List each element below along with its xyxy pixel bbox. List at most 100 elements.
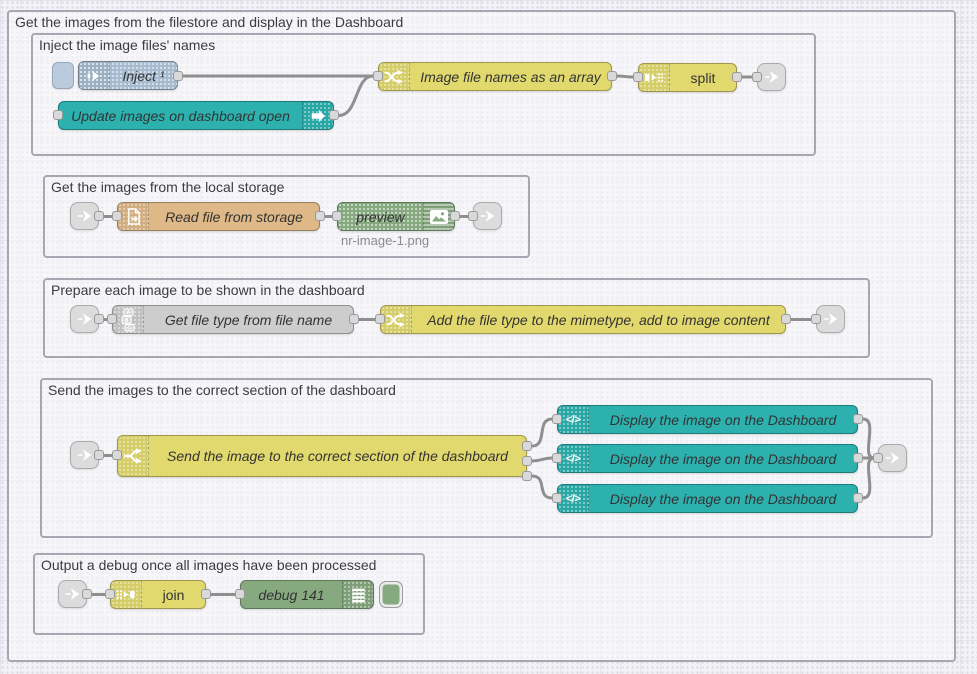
link-out-icon	[885, 452, 899, 464]
port-template-1-in[interactable]	[552, 414, 562, 424]
node-image-preview[interactable]: preview	[337, 202, 455, 231]
port-change-mimetype-in[interactable]	[375, 314, 385, 324]
svg-text:B: B	[124, 317, 128, 323]
wire[interactable]	[337, 74, 375, 117]
node-ui-control[interactable]: Update images on dashboard open	[58, 101, 334, 130]
node-label: debug 141	[258, 586, 325, 603]
group-storage-label: Get the images from the local storage	[51, 179, 285, 195]
group-prepare[interactable]: Prepare each image to be shown in the da…	[43, 278, 870, 358]
port-ui-control-out[interactable]	[329, 110, 339, 120]
port-link-out-in[interactable]	[811, 314, 821, 324]
image-icon	[423, 203, 454, 230]
port-read-file-out[interactable]	[315, 211, 325, 221]
port-change-in[interactable]	[373, 71, 383, 81]
node-split[interactable]: split	[638, 63, 737, 92]
port-template-1-out[interactable]	[853, 414, 863, 424]
node-change-filenames[interactable]: Image file names as an array	[378, 62, 612, 91]
port-split-out[interactable]	[732, 72, 742, 82]
port-link-in-out[interactable]	[94, 314, 104, 324]
group-inject[interactable]: Inject the image files' names	[31, 33, 816, 156]
node-label: preview	[356, 208, 405, 225]
node-read-file[interactable]: Read file from storage	[117, 202, 320, 231]
group-debug[interactable]: Output a debug once all images have been…	[33, 553, 425, 635]
port-switch-in[interactable]	[112, 450, 122, 460]
node-change-mimetype[interactable]: Add the file type to the mimetype, add t…	[380, 305, 786, 334]
port-template-3-out[interactable]	[853, 493, 863, 503]
wire[interactable]	[861, 417, 876, 460]
group-inject-label: Inject the image files' names	[39, 37, 216, 53]
link-out-icon	[480, 210, 494, 222]
node-ui-template-3[interactable]: </> Display the image on the Dashboard	[557, 484, 858, 513]
ui-control-arrow-icon	[302, 102, 333, 129]
port-get-file-type-in[interactable]	[107, 314, 117, 324]
port-change-out[interactable]	[607, 71, 617, 81]
node-switch[interactable]: Send the image to the correct section of…	[117, 435, 527, 477]
port-switch-out-2[interactable]	[522, 456, 532, 466]
group-prepare-label: Prepare each image to be shown in the da…	[51, 282, 365, 298]
template-code-icon: </>	[558, 406, 589, 433]
file-icon	[118, 203, 149, 230]
port-preview-out[interactable]	[450, 211, 460, 221]
port-get-file-type-out[interactable]	[349, 314, 359, 324]
port-link-out-in[interactable]	[873, 453, 883, 463]
wire[interactable]	[615, 74, 635, 79]
group-send-label: Send the images to the correct section o…	[48, 382, 396, 398]
group-storage[interactable]: Get the images from the local storage	[43, 175, 530, 258]
swap-icon	[381, 306, 412, 333]
debug-enable-toggle[interactable]	[379, 581, 403, 608]
inject-run-button[interactable]	[52, 62, 74, 89]
link-in-icon	[77, 313, 91, 325]
port-link-out-in[interactable]	[468, 211, 478, 221]
node-inject[interactable]: Inject ¹	[78, 61, 178, 90]
link-in-icon	[65, 588, 79, 600]
join-icon	[111, 581, 142, 608]
port-switch-out-3[interactable]	[522, 471, 532, 481]
wire[interactable]	[861, 456, 876, 500]
group-send[interactable]: Send the images to the correct section o…	[40, 378, 933, 538]
port-read-file-in[interactable]	[112, 211, 122, 221]
node-label: Update images on dashboard open	[71, 107, 290, 124]
port-ui-control-in[interactable]	[53, 110, 63, 120]
link-out-icon	[764, 71, 778, 83]
link-in-icon	[77, 210, 91, 222]
svg-text:A: A	[126, 310, 130, 316]
port-change-mimetype-out[interactable]	[781, 314, 791, 324]
port-template-2-out[interactable]	[853, 453, 863, 463]
node-ui-template-2[interactable]: </> Display the image on the Dashboard	[557, 444, 858, 473]
template-code-icon: </>	[558, 485, 589, 512]
node-join[interactable]: join	[110, 580, 206, 609]
node-label: Inject ¹	[122, 67, 165, 84]
link-out-icon	[823, 313, 837, 325]
port-join-in[interactable]	[105, 589, 115, 599]
template-code-icon: </>	[558, 445, 589, 472]
port-link-out-in[interactable]	[752, 72, 762, 82]
port-template-3-in[interactable]	[552, 493, 562, 503]
port-link-in-out[interactable]	[94, 211, 104, 221]
inject-icon	[79, 62, 110, 89]
port-join-out[interactable]	[201, 589, 211, 599]
port-inject-out[interactable]	[173, 71, 183, 81]
node-debug[interactable]: debug 141	[240, 580, 374, 609]
port-preview-in[interactable]	[332, 211, 342, 221]
node-status: nr-image-1.png	[341, 233, 430, 248]
wire[interactable]	[530, 456, 554, 463]
group-debug-label: Output a debug once all images have been…	[41, 557, 377, 573]
port-split-in[interactable]	[633, 72, 643, 82]
port-debug-in[interactable]	[235, 589, 245, 599]
debug-sidebar-icon	[342, 581, 373, 608]
group-outer-label: Get the images from the filestore and di…	[15, 14, 404, 30]
wire[interactable]	[530, 474, 554, 500]
node-label: Add the file type to the mimetype, add t…	[427, 311, 770, 328]
port-switch-out-1[interactable]	[522, 441, 532, 451]
port-link-in-out[interactable]	[94, 450, 104, 460]
node-label: Display the image on the Dashboard	[609, 450, 837, 467]
port-template-2-in[interactable]	[552, 453, 562, 463]
port-link-in-out[interactable]	[82, 589, 92, 599]
node-label: Send the image to the correct section of…	[167, 448, 508, 464]
node-label: Read file from storage	[165, 208, 303, 225]
node-ui-template-1[interactable]: </> Display the image on the Dashboard	[557, 405, 858, 434]
wire[interactable]	[530, 417, 554, 448]
